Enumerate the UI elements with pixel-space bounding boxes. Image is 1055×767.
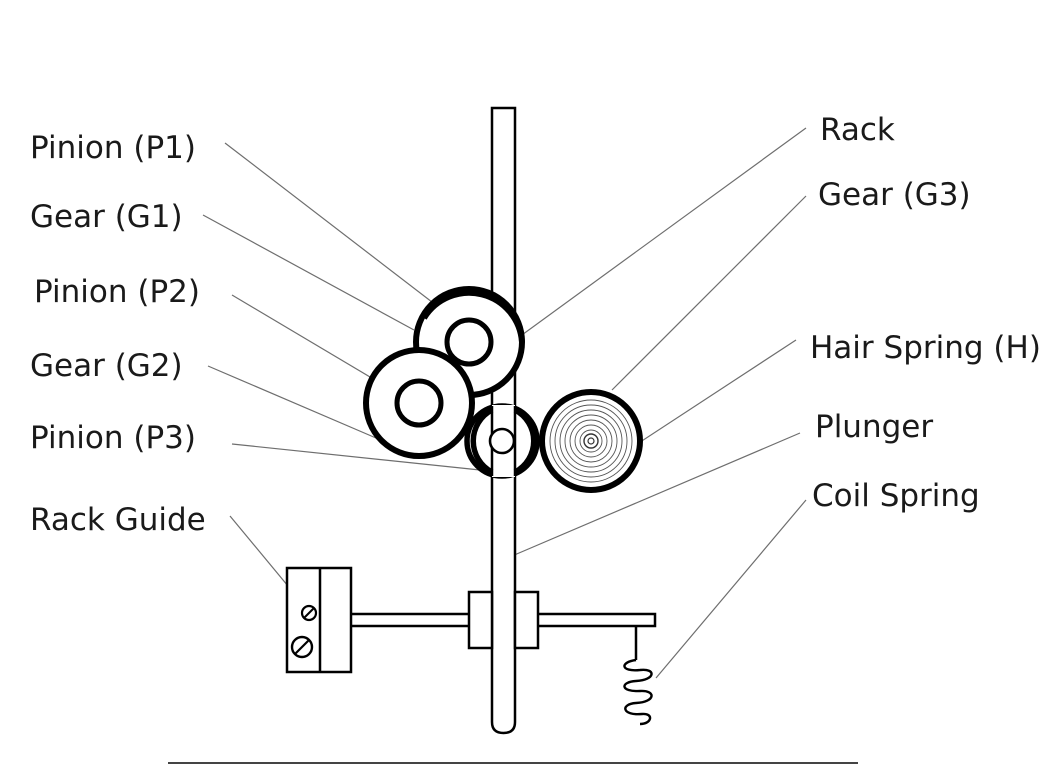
collar-right [513,590,540,650]
rack-guide-block [285,566,353,674]
coil-spring [623,626,653,726]
leader-rack-guide [229,515,289,587]
label-rack: Rack [820,112,895,148]
label-gear-g1: Gear (G1) [30,199,183,235]
leader-lines [202,127,807,679]
label-rack-guide: Rack Guide [30,502,206,538]
label-plunger: Plunger [815,409,933,445]
pinion-p1 [444,317,494,367]
label-gear-g2: Gear (G2) [30,348,183,384]
leader-coil-spring [655,499,807,679]
labels-left: Pinion (P1) Gear (G1) Pinion (P2) Gear (… [30,130,206,538]
pinion-p3 [488,427,516,455]
hair-spring [549,399,633,483]
leader-hair-spring [624,339,797,453]
collar-left [467,590,494,650]
label-gear-g3: Gear (G3) [818,177,971,213]
leader-gear-g2 [207,365,377,439]
label-pinion-p2: Pinion (P2) [34,274,200,310]
leader-pinion-p3 [231,443,481,471]
label-coil-spring: Coil Spring [812,478,980,514]
leader-rack [503,127,807,349]
mechanism [285,106,657,735]
gear-g3 [539,389,643,493]
pinion-p2 [394,378,444,428]
leader-plunger [511,432,801,557]
label-hair-spring: Hair Spring (H) [810,330,1041,366]
leader-gear-g1 [202,214,415,331]
labels-right: Rack Gear (G3) Hair Spring (H) Plunger C… [810,112,1041,514]
label-pinion-p3: Pinion (P3) [30,420,196,456]
leader-gear-g3 [611,195,807,391]
label-pinion-p1: Pinion (P1) [30,130,196,166]
leader-pinion-p1 [224,142,459,323]
